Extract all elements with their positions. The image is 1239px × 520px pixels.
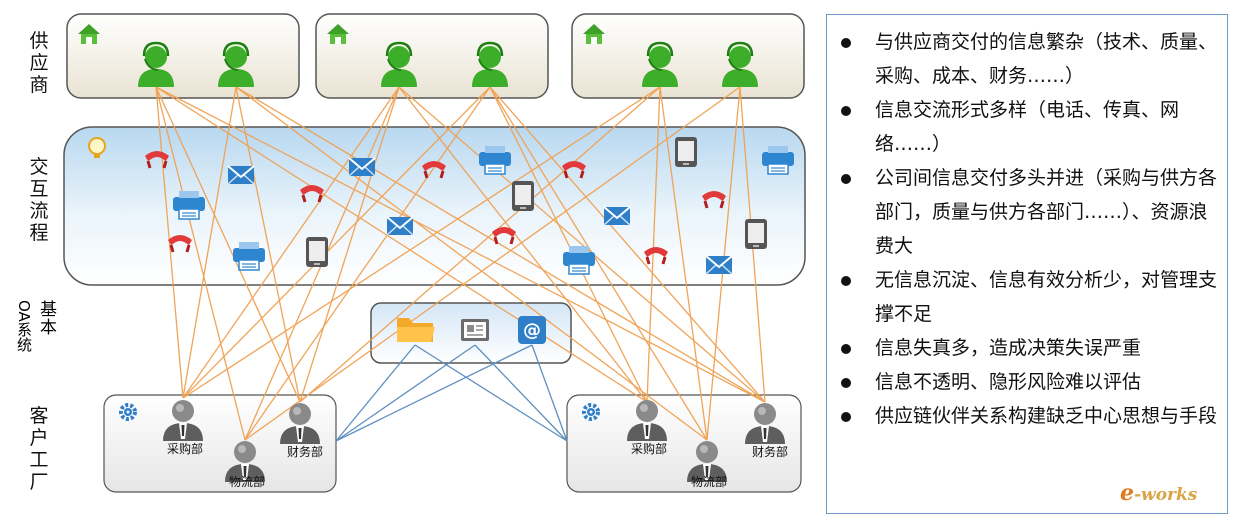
issues-panel: 与供应商交付的信息繁杂（技术、质量、采购、成本、财务……） 信息交流形式多样（电… xyxy=(826,14,1228,514)
dept-label-logistics: 物流部 xyxy=(691,474,727,489)
communication-lines xyxy=(155,86,766,441)
label-supplier: 供 应 商 xyxy=(29,30,49,96)
issues-list: 与供应商交付的信息繁杂（技术、质量、采购、成本、财务……） 信息交流形式多样（电… xyxy=(827,15,1227,433)
dept-label-finance: 财务部 xyxy=(752,444,788,459)
document-icon xyxy=(461,319,489,341)
supplier-box-3 xyxy=(571,13,805,99)
customer-box-2 xyxy=(566,394,802,493)
dept-label-finance: 财务部 xyxy=(287,444,323,459)
issue-item: 信息交流形式多样（电话、传真、网络……） xyxy=(827,93,1227,161)
envelope-icon xyxy=(348,157,376,177)
issue-item: 与供应商交付的信息繁杂（技术、质量、采购、成本、财务……） xyxy=(827,25,1227,93)
label-oa-line2: OA系统 xyxy=(15,300,33,352)
envelope-icon xyxy=(705,255,733,275)
dept-label-logistics: 物流部 xyxy=(229,474,265,489)
folder-icon xyxy=(397,318,435,342)
eworks-watermark: e-works xyxy=(1120,480,1198,506)
dept-label-purchasing: 采购部 xyxy=(167,441,203,456)
issue-item: 信息失真多，造成决策失误严重 xyxy=(827,331,1227,365)
supply-chain-diagram: @ 采购部 财务部 物流部 采购部 财务部 物流部 xyxy=(63,13,806,493)
customer-box-1 xyxy=(103,394,337,493)
supplier-box-2 xyxy=(315,13,549,99)
supplier-box-1 xyxy=(66,13,300,99)
mobile-icon xyxy=(512,181,534,211)
oa-lines xyxy=(335,344,568,442)
envelope-icon xyxy=(386,216,414,236)
label-interaction: 交 互 流 程 xyxy=(29,156,49,244)
envelope-icon xyxy=(603,206,631,226)
issue-item: 无信息沉淀、信息有效分析少，对管理支撑不足 xyxy=(827,263,1227,331)
mobile-icon xyxy=(306,237,328,267)
label-oa-line1: 基本 xyxy=(36,300,56,336)
bulb-icon xyxy=(88,137,106,158)
svg-text:@: @ xyxy=(523,320,541,341)
envelope-icon xyxy=(227,165,255,185)
label-customer: 客 户 工 厂 xyxy=(29,405,49,493)
issue-item: 供应链伙伴关系构建缺乏中心思想与手段 xyxy=(827,399,1227,433)
issue-item: 公司间信息交付多头并进（采购与供方各部门，质量与供方各部门……）、资源浪费大 xyxy=(827,161,1227,263)
label-oa-system: 基本 OA系统 xyxy=(14,300,64,370)
email-contact-icon: @ xyxy=(518,316,546,344)
mobile-icon xyxy=(745,219,767,249)
issue-item: 信息不透明、隐形风险难以评估 xyxy=(827,365,1227,399)
dept-label-purchasing: 采购部 xyxy=(631,441,667,456)
mobile-icon xyxy=(675,137,697,167)
